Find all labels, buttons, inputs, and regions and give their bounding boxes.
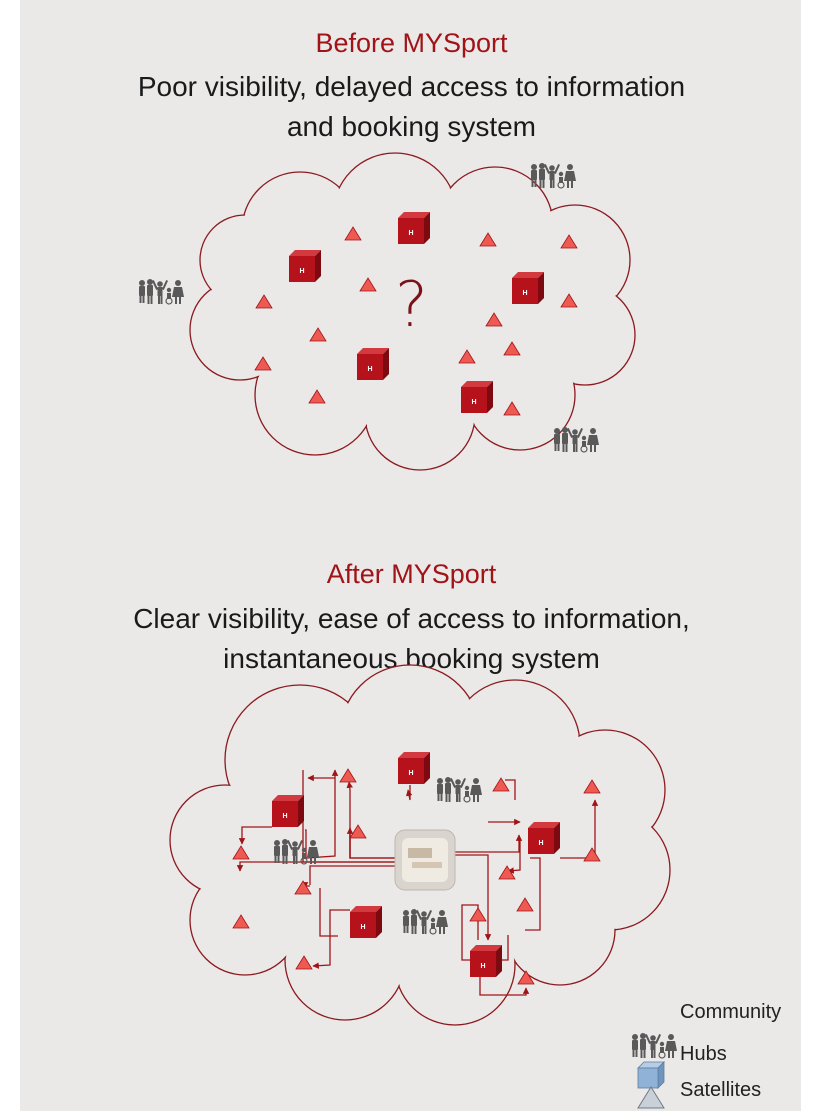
hub-icon xyxy=(461,381,493,413)
community-legend-icon xyxy=(631,1032,678,1059)
after-heading: After MYSport xyxy=(326,559,497,589)
satellites-legend-icon xyxy=(637,1086,665,1109)
hub-icon xyxy=(528,822,560,854)
legend-community-label: Community xyxy=(680,1001,782,1023)
question-mark: ? xyxy=(395,268,428,341)
legend-hubs-label: Hubs xyxy=(680,1043,727,1065)
hub-icon xyxy=(512,272,544,304)
hubs-legend-icon xyxy=(637,1061,665,1089)
after-description-line1: Clear visibility, ease of access to info… xyxy=(133,603,690,634)
connection-lines xyxy=(236,769,599,996)
hub-icon xyxy=(470,945,502,977)
community-icon xyxy=(530,162,577,189)
hub-icon xyxy=(289,250,321,282)
hub-icon xyxy=(357,348,389,380)
before-description-line2: and booking system xyxy=(286,111,537,142)
hub-icon xyxy=(398,752,430,784)
mysport-app-icon xyxy=(394,829,456,891)
before-heading: Before MYSport xyxy=(315,28,508,58)
legend-satellites-label: Satellites xyxy=(680,1079,762,1101)
community-icon xyxy=(138,278,185,305)
before-description-line1: Poor visibility, delayed access to infor… xyxy=(137,71,686,102)
hub-icon xyxy=(350,906,382,938)
hub-icon xyxy=(272,795,304,827)
hub-icon xyxy=(398,212,430,244)
